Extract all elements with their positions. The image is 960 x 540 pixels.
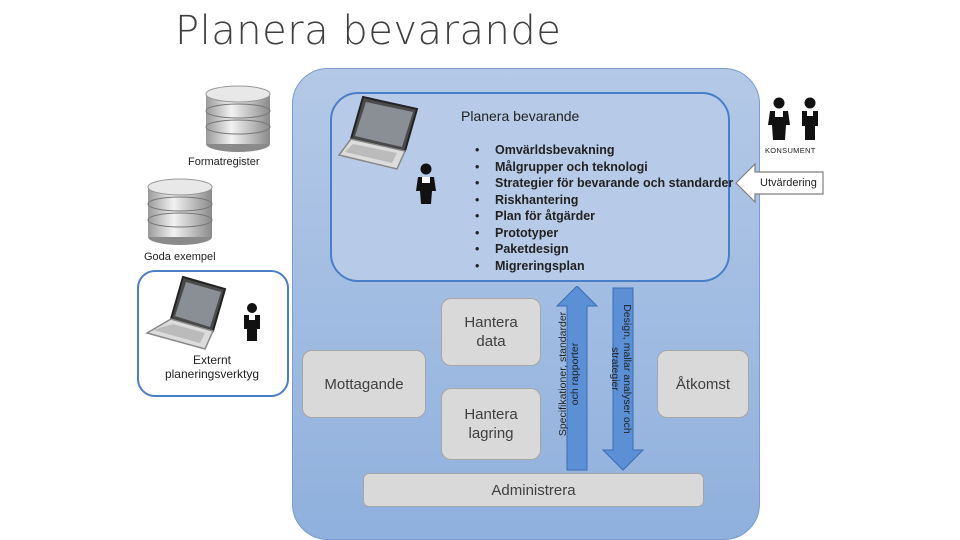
arrows-graphic (555, 286, 645, 471)
list-item: Omvärldsbevakning (475, 142, 733, 159)
up-arrow-label: Specifikationer, standarder och rapporte… (557, 304, 583, 444)
laptop-icon (145, 275, 227, 350)
utvardering-label: Utvärdering (760, 177, 817, 189)
planning-bullet-list: Omvärldsbevakning Målgrupper och teknolo… (475, 142, 733, 274)
down-arrow-label-line2: strategier (609, 347, 621, 391)
up-arrow-label-line2: och rapporter (569, 342, 581, 406)
down-arrow-label-line1: Design, mallar analyser och (621, 304, 633, 434)
list-item: Paketdesign (475, 241, 733, 258)
list-item: Strategier för bevarande och standarder (475, 175, 733, 192)
up-arrow (555, 286, 599, 471)
down-arrow (601, 287, 645, 471)
atkomst-box: Åtkomst (657, 350, 749, 418)
up-arrow-label-line1: Specifikationer, standarder (557, 311, 569, 437)
database-icon (147, 178, 213, 245)
list-item: Riskhantering (475, 192, 733, 209)
hantera-lagring-box: Hantera lagring (441, 388, 541, 460)
inner-box-title: Planera bevarande (461, 108, 580, 124)
list-item: Prototyper (475, 225, 733, 242)
konsument-label: KONSUMENT (765, 146, 816, 155)
database-icon (205, 85, 271, 152)
person-icon (416, 163, 436, 204)
externt-line1: Externt (192, 353, 231, 367)
mottagande-box: Mottagande (302, 350, 426, 418)
utvardering-arrow (735, 163, 824, 203)
hantera-data-line2: data (476, 333, 506, 350)
administrera-box: Administrera (363, 473, 704, 507)
person-icon (244, 303, 260, 341)
externt-planeringsverktyg-label: Externt planeringsverktyg (137, 353, 287, 381)
down-arrow-label: Design, mallar analyser och strategier (607, 299, 633, 439)
formatregister-label: Formatregister (188, 156, 260, 168)
hantera-lagring-line2: lagring (468, 425, 514, 442)
externt-line2: planeringsverktyg (164, 367, 260, 381)
hantera-data-line1: Hantera (464, 314, 518, 331)
laptop-icon (337, 95, 419, 170)
list-item: Målgrupper och teknologi (475, 159, 733, 176)
goda-exempel-label: Goda exempel (144, 251, 216, 263)
hantera-lagring-line1: Hantera (464, 406, 518, 423)
consumer-people-icon (768, 97, 818, 140)
list-item: Migreringsplan (475, 258, 733, 275)
page-title: Planera bevarande (175, 8, 562, 54)
list-item: Plan för åtgärder (475, 208, 733, 225)
hantera-data-box: Hantera data (441, 298, 541, 366)
